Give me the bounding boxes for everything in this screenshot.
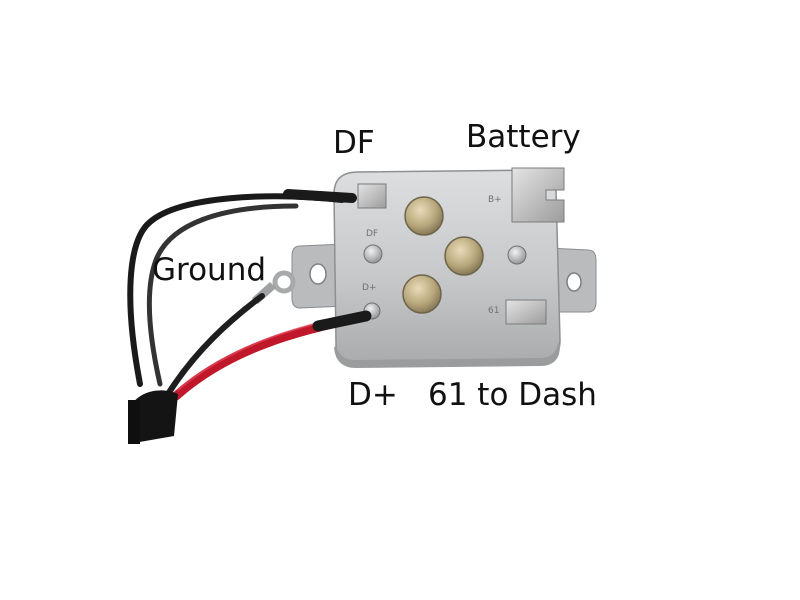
d-plus-wire-red: [171, 313, 365, 401]
df-screw: [363, 244, 383, 264]
ground-wire-black: [165, 293, 265, 397]
stamp-df: DF: [366, 229, 378, 239]
d-plus-wire-sleeve: [312, 310, 372, 332]
df-terminal-tab: [357, 183, 387, 209]
right-mounting-hole: [566, 272, 582, 292]
ground-ring-terminal: [272, 270, 296, 294]
cable-bundle-end: [128, 400, 140, 444]
sixty-one-terminal-tab: [505, 299, 547, 325]
left-mounting-hole: [309, 263, 327, 285]
brass-rivet-bottom: [402, 274, 442, 314]
d-plus-callout-label: D+: [348, 377, 398, 413]
right-screw: [507, 245, 527, 265]
brass-rivet-top: [404, 196, 444, 236]
df-callout-label: DF: [333, 125, 375, 161]
ground-wire-grey: [146, 203, 299, 387]
stamp-61: 61: [488, 306, 499, 316]
stamp-d-plus: D+: [362, 283, 376, 293]
to-dash-callout-label: 61 to Dash: [428, 377, 597, 413]
df-wire-sleeve: [283, 189, 357, 203]
housing-rim: [334, 342, 560, 368]
battery-terminal-tab: [511, 167, 565, 223]
stamp-b-plus: B+: [488, 195, 502, 205]
brass-rivet-middle: [444, 236, 484, 276]
cable-bundle-sleeve: [128, 390, 178, 444]
ground-callout-label: Ground: [152, 252, 267, 288]
battery-callout-label: Battery: [466, 119, 581, 155]
df-wire-black: [127, 193, 345, 387]
